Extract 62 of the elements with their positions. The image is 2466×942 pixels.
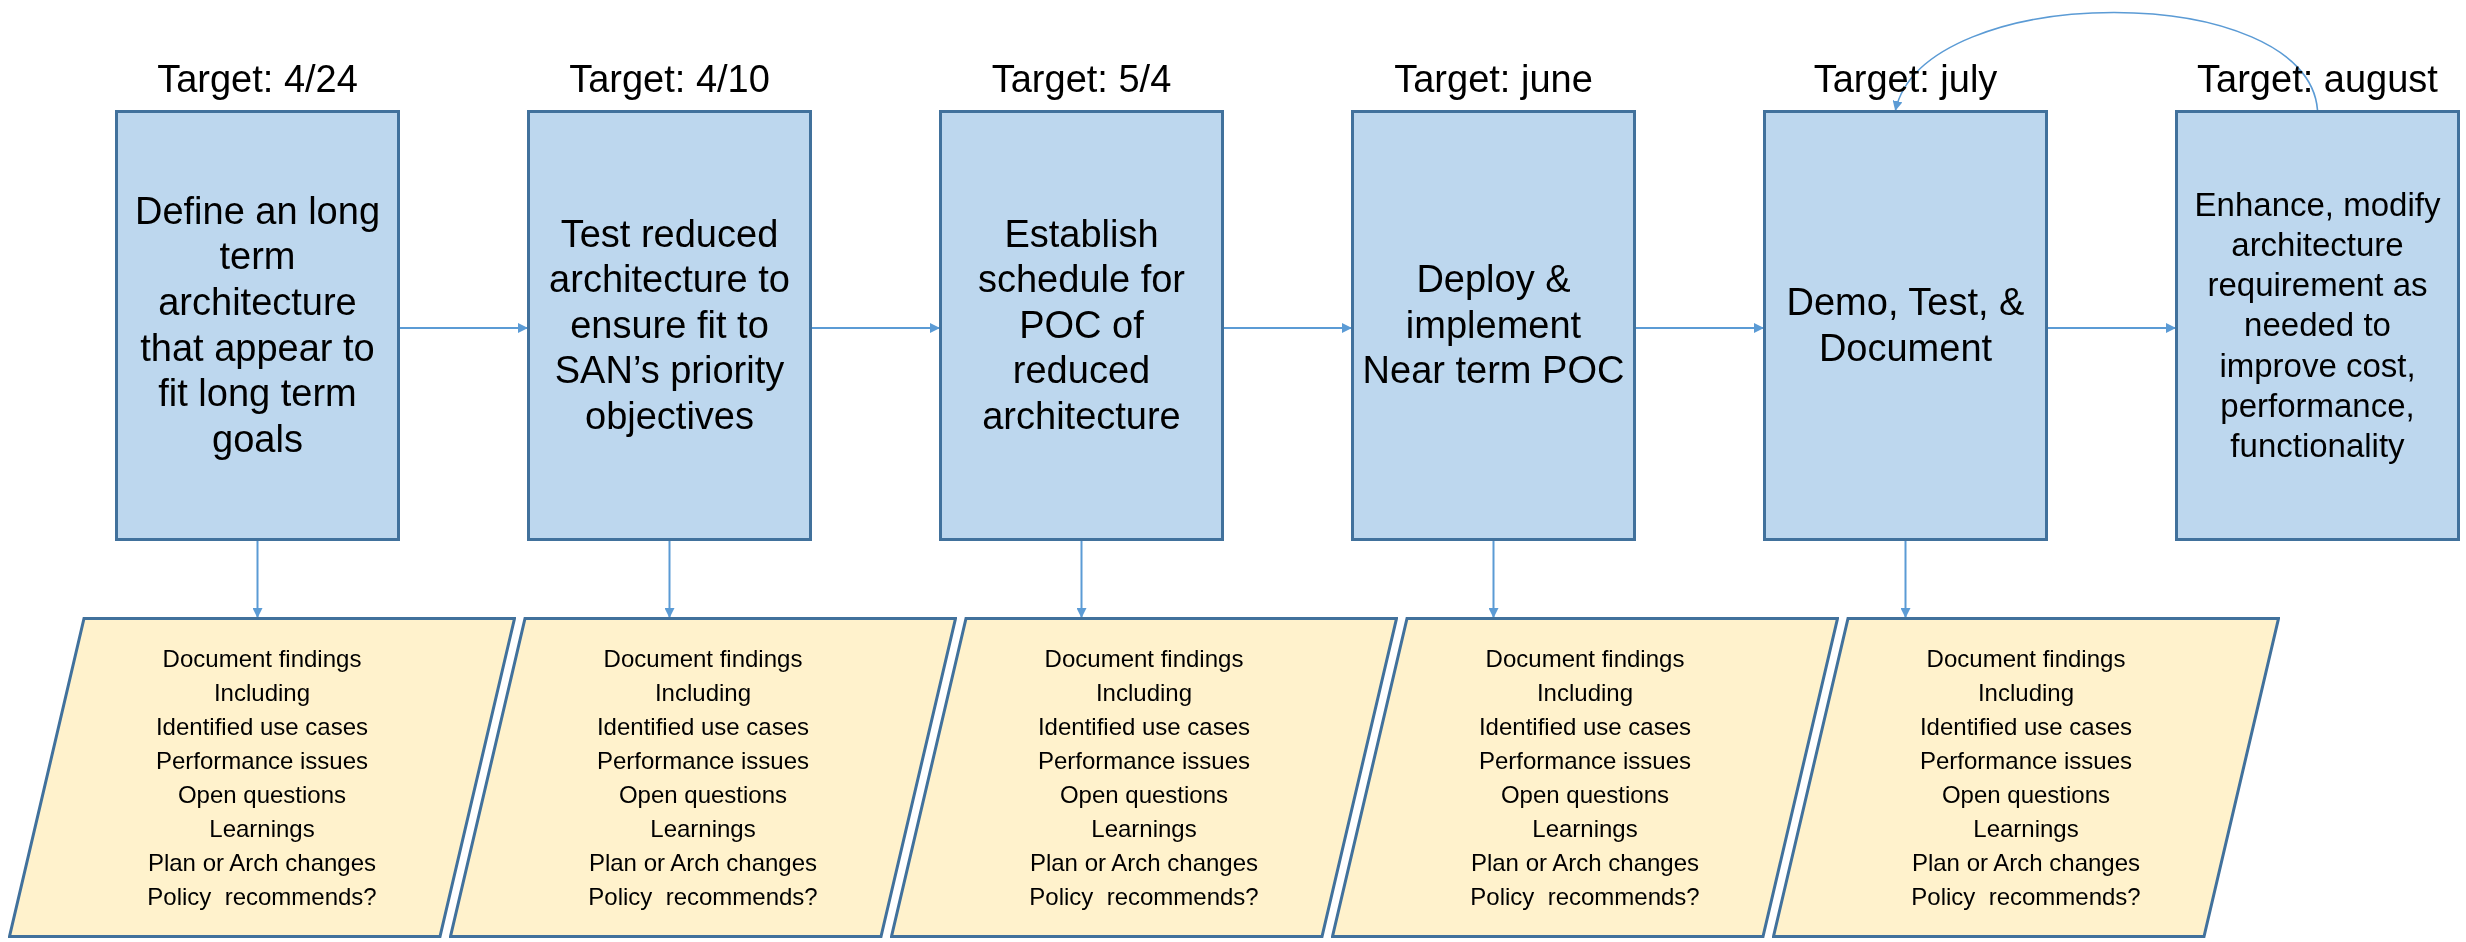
arrow <box>1076 540 1087 618</box>
findings-line: Plan or Arch changes <box>588 847 818 878</box>
findings-line: Including <box>213 677 311 708</box>
arrow <box>399 323 528 333</box>
findings-line: Open questions <box>1059 779 1229 810</box>
findings-line: Learnings <box>1973 813 2079 844</box>
findings-line: Learnings <box>1091 813 1197 844</box>
findings-line: Policy recommends? <box>147 881 377 912</box>
target-label: Target: 4/10 <box>569 60 770 98</box>
arrow <box>664 540 675 618</box>
box-text: Establish schedule for POC of reduced architecture <box>977 211 1186 439</box>
findings-line: Performance issues <box>1919 745 2133 776</box>
arrow <box>1488 540 1499 618</box>
findings-line: Document findings <box>1485 643 1685 674</box>
findings-line: Policy recommends? <box>1470 881 1700 912</box>
arrow <box>1894 11 2319 111</box>
findings-line: Document findings <box>603 643 803 674</box>
findings-line: Including <box>1977 677 2075 708</box>
findings-line: Including <box>1536 677 1634 708</box>
box-text: Deploy & implement Near term POC <box>1362 257 1625 394</box>
findings-line: Open questions <box>618 779 788 810</box>
findings-line: Document findings <box>162 643 362 674</box>
findings-line: Identified use cases <box>596 711 810 742</box>
findings-line: Open questions <box>177 779 347 810</box>
arrow <box>811 323 940 333</box>
target-label: Target: august <box>2197 60 2438 98</box>
findings-line: Policy recommends? <box>588 881 818 912</box>
target-label: Target: 5/4 <box>991 60 1172 98</box>
findings-line: Learnings <box>1532 813 1638 844</box>
findings-line: Policy recommends? <box>1029 881 1259 912</box>
box-text: Enhance, modify architecture requirement as needed to improve cost, performance, functionality <box>2193 184 2442 467</box>
findings-line: Identified use cases <box>155 711 369 742</box>
target-label: Target: june <box>1394 60 1593 98</box>
arrow <box>1900 540 1911 618</box>
box-text: Test reduced architecture to ensure fit to SAN’s priority objectives <box>548 211 791 439</box>
findings-line: Performance issues <box>1478 745 1692 776</box>
arrow <box>1635 323 1764 333</box>
box-text: Demo, Test, & Document <box>1785 279 2026 371</box>
findings-line: Identified use cases <box>1919 711 2133 742</box>
findings-line: Including <box>1095 677 1193 708</box>
findings-line: Identified use cases <box>1037 711 1251 742</box>
findings-line: Learnings <box>650 813 756 844</box>
findings-line: Performance issues <box>155 745 369 776</box>
target-label: Target: 4/24 <box>157 60 358 98</box>
box-text: Define an long term architecture that appear to fit long term goals <box>133 188 382 462</box>
findings-line: Plan or Arch changes <box>1470 847 1700 878</box>
findings-line: Policy recommends? <box>1911 881 2141 912</box>
findings-line: Learnings <box>209 813 315 844</box>
findings-line: Document findings <box>1926 643 2126 674</box>
findings-line: Plan or Arch changes <box>147 847 377 878</box>
findings-line: Open questions <box>1500 779 1670 810</box>
arrow <box>2047 323 2176 333</box>
findings-line: Including <box>654 677 752 708</box>
findings-line: Plan or Arch changes <box>1911 847 2141 878</box>
findings-line: Performance issues <box>1037 745 1251 776</box>
findings-line: Document findings <box>1044 643 1244 674</box>
findings-line: Open questions <box>1941 779 2111 810</box>
arrow <box>1223 323 1352 333</box>
findings-line: Plan or Arch changes <box>1029 847 1259 878</box>
arrow <box>252 540 263 618</box>
findings-line: Performance issues <box>596 745 810 776</box>
findings-line: Identified use cases <box>1478 711 1692 742</box>
